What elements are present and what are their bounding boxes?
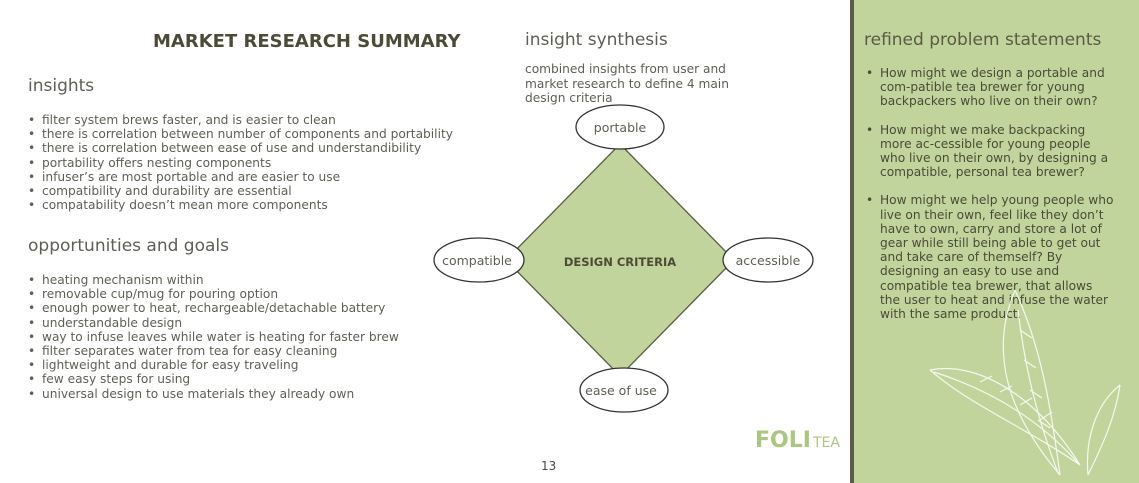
opportunity-item: understandable design: [28, 316, 399, 330]
insights-list: filter system brews faster, and is easie…: [28, 113, 453, 213]
node-ease-of-use-label: ease of use: [585, 383, 657, 398]
node-portable: [575, 104, 665, 150]
insight-item: compatibility and durability are essenti…: [28, 184, 453, 198]
insight-synthesis-heading: insight synthesis: [525, 30, 668, 50]
node-portable-label: portable: [594, 120, 647, 135]
insight-synthesis-subtitle: combined insights from user and market r…: [525, 62, 729, 105]
opportunity-item: lightweight and durable for easy traveli…: [28, 358, 399, 372]
problem-statements-panel: refined problem statements How might we …: [850, 0, 1139, 483]
logo-suffix-text: TEA: [812, 435, 840, 451]
design-criteria-diagram: DESIGN CRITERIA portable compatible acce…: [433, 104, 814, 413]
logo-main-text: FOLI: [755, 428, 811, 453]
diamond-center-label: DESIGN CRITERIA: [564, 255, 676, 269]
insight-item: filter system brews faster, and is easie…: [28, 113, 453, 127]
problem-statement-item: How might we make backpacking more ac-ce…: [866, 123, 1114, 180]
opportunity-item: removable cup/mug for pouring option: [28, 287, 399, 301]
problem-statement-item: How might we design a portable and com-p…: [866, 66, 1114, 109]
opportunity-item: few easy steps for using: [28, 372, 399, 386]
problem-statements-heading: refined problem statements: [864, 30, 1102, 50]
opportunity-item: enough power to heat, rechargeable/detac…: [28, 301, 399, 315]
opportunity-item: way to infuse leaves while water is heat…: [28, 330, 399, 344]
node-accessible-label: accessible: [736, 253, 801, 268]
opportunities-list: heating mechanism withinremovable cup/mu…: [28, 273, 399, 401]
opportunity-item: filter separates water from tea for easy…: [28, 344, 399, 358]
node-ease-of-use: [579, 367, 669, 413]
insights-heading: insights: [28, 76, 95, 96]
node-compatible-label: compatible: [442, 253, 512, 268]
opportunity-item: universal design to use materials they a…: [28, 387, 399, 401]
node-accessible: [722, 237, 814, 283]
page-title: MARKET RESEARCH SUMMARY: [153, 31, 461, 52]
page-number: 13: [541, 459, 557, 473]
insight-item: there is correlation between ease of use…: [28, 141, 453, 155]
insight-item: portability offers nesting components: [28, 156, 453, 170]
node-compatible: [433, 237, 525, 283]
problem-statements-list: How might we design a portable and com-p…: [866, 66, 1114, 335]
insight-item: there is correlation between number of c…: [28, 127, 453, 141]
problem-statement-item: How might we help young people who live …: [866, 193, 1114, 321]
opportunities-heading: opportunities and goals: [28, 236, 229, 256]
insight-item: infuser’s are most portable and are easi…: [28, 170, 453, 184]
tea-leaf-illustration: [929, 290, 1121, 476]
insight-item: compatability doesn’t mean more componen…: [28, 198, 453, 212]
opportunity-item: heating mechanism within: [28, 273, 399, 287]
